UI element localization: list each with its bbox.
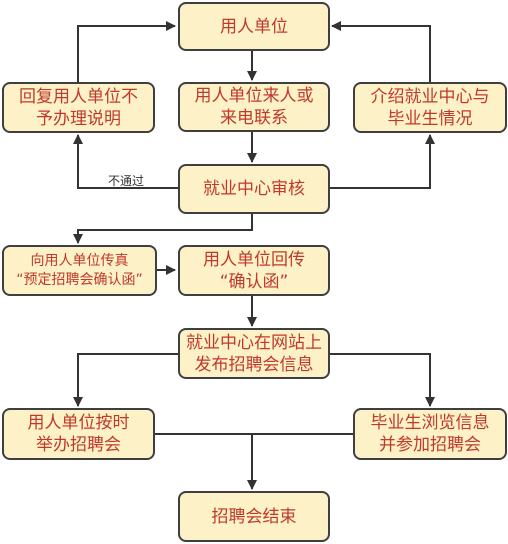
node-students-attend-text-2: 并参加招聘会 (379, 435, 481, 455)
node-fax-text-2: “预定招聘会确认函” (16, 271, 143, 288)
node-employer-contact: 用人单位来人或 来电联系 (178, 82, 330, 132)
node-employer-contact-text-1: 用人单位来人或 (194, 86, 314, 106)
node-end-text-1: 招聘会结束 (211, 506, 297, 527)
node-introduce-text-2: 毕业生情况 (387, 108, 473, 129)
node-review-text-1: 就业中心审核 (203, 179, 305, 199)
node-students-attend: 毕业生浏览信息 并参加招聘会 (353, 408, 507, 460)
node-reply-reject-text-2: 予办理说明 (36, 108, 121, 129)
edge-introduce-to-employer (331, 21, 431, 82)
edge-review-to-introduce (330, 134, 435, 189)
node-publish: 就业中心在网站上 发布招聘会信息 (178, 328, 330, 379)
node-employer-text-1: 用人单位 (220, 16, 288, 37)
node-introduce-text-1: 介绍就业中心与 (370, 86, 490, 107)
node-hold-fair-text-2: 举办招聘会 (36, 435, 121, 455)
node-publish-text-1: 就业中心在网站上 (186, 332, 322, 353)
node-hold-fair: 用人单位按时 举办招聘会 (2, 408, 155, 460)
node-return-fax: 用人单位回传 “确认函” (178, 245, 330, 296)
edge-label-not-passed: 不通过 (108, 174, 145, 188)
node-reply-reject-text-1: 回复用人单位不 (19, 86, 138, 107)
node-students-attend-text-1: 毕业生浏览信息 (370, 413, 490, 433)
node-end: 招聘会结束 (178, 491, 330, 542)
node-introduce: 介绍就业中心与 毕业生情况 (353, 82, 507, 133)
edge-review-to-reply (73, 134, 178, 189)
edge-publish-to-hold (73, 353, 178, 407)
node-return-fax-text-1: 用人单位回传 (203, 249, 305, 270)
node-employer: 用人单位 (178, 2, 330, 51)
node-fax: 向用人单位传真 “预定招聘会确认函” (2, 245, 157, 296)
node-publish-text-2: 发布招聘会信息 (194, 354, 314, 375)
node-reply-reject: 回复用人单位不 予办理说明 (2, 82, 155, 133)
node-return-fax-text-2: “确认函” (219, 271, 289, 292)
node-review: 就业中心审核 (178, 164, 330, 214)
edge-review-to-fax (73, 214, 253, 244)
edge-reply-to-employer (77, 21, 176, 82)
node-fax-text-1: 向用人单位传真 (30, 252, 129, 269)
node-employer-contact-text-2: 来电联系 (220, 108, 288, 128)
node-hold-fair-text-1: 用人单位按时 (27, 413, 130, 433)
edge-publish-to-students (330, 353, 435, 407)
